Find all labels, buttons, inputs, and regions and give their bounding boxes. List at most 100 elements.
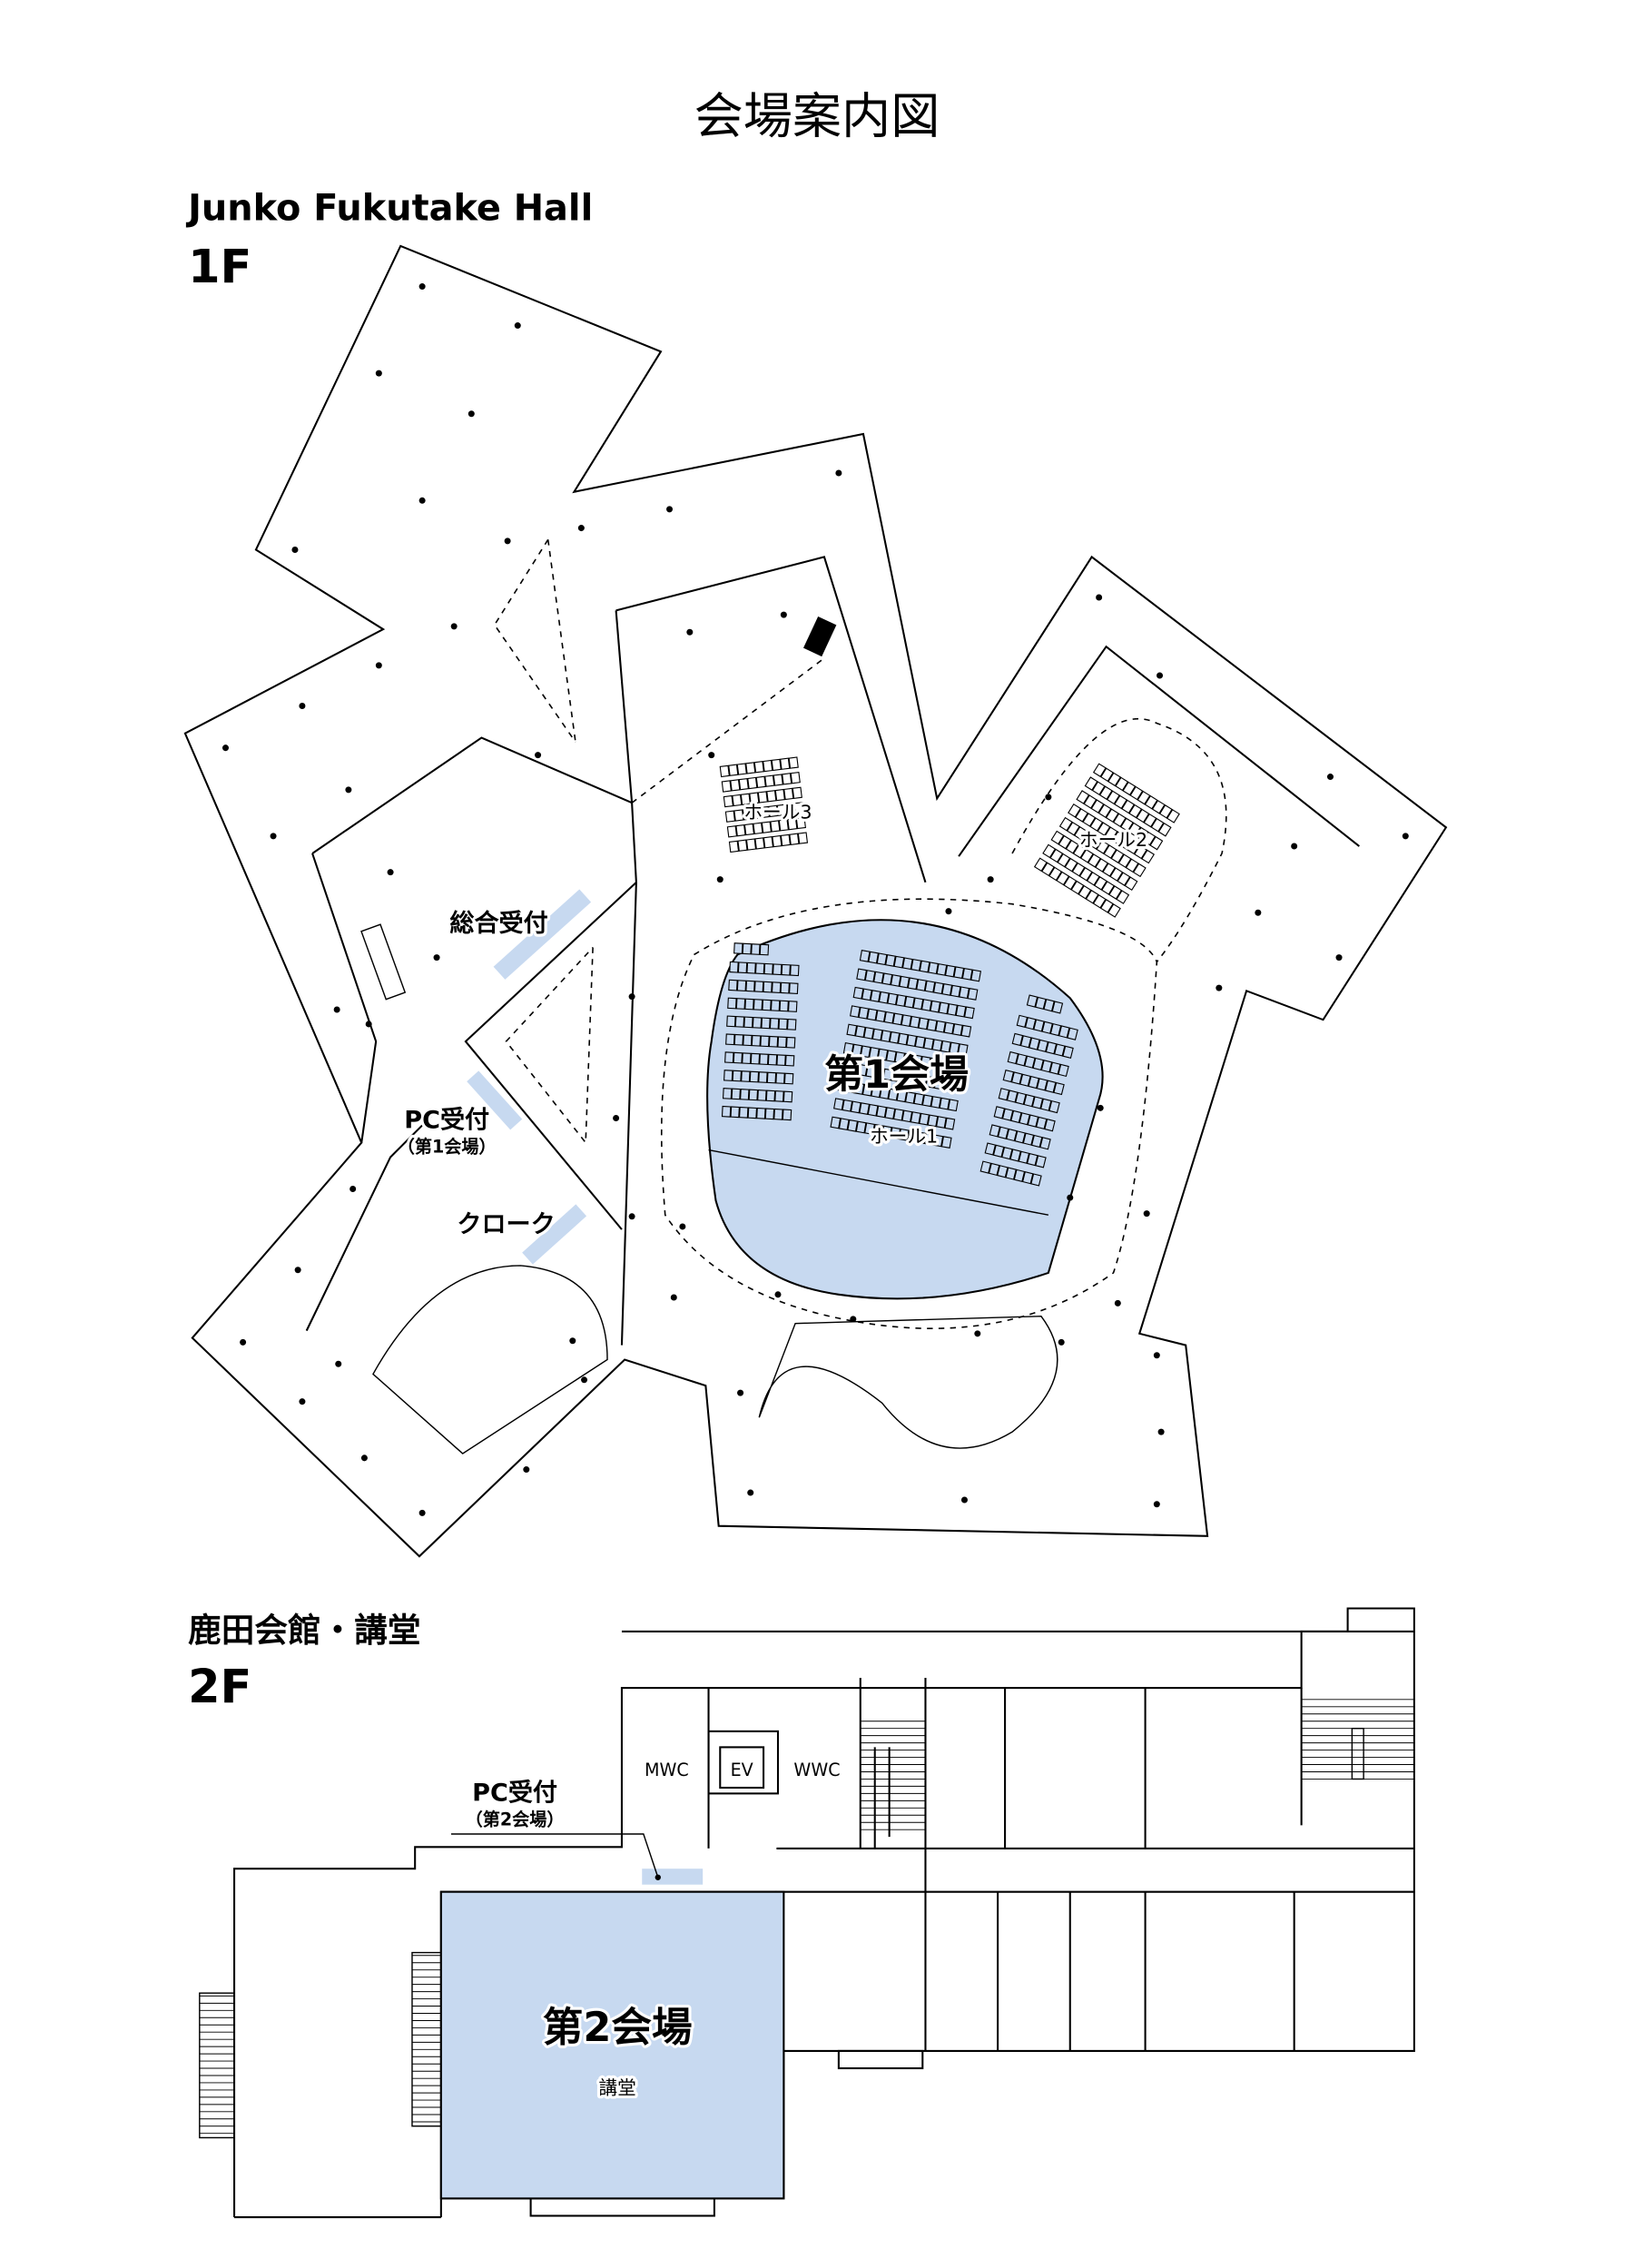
label-hall-1: ホール1 bbox=[870, 1126, 938, 1148]
seat bbox=[1092, 893, 1107, 909]
seat bbox=[790, 964, 800, 977]
seat bbox=[757, 1090, 767, 1101]
seat bbox=[1103, 844, 1117, 859]
seat bbox=[1044, 1119, 1056, 1132]
seat bbox=[1088, 853, 1101, 868]
seat bbox=[789, 833, 800, 845]
seat bbox=[772, 834, 783, 848]
seat bbox=[947, 1099, 959, 1112]
column bbox=[299, 1398, 306, 1405]
seat bbox=[1090, 799, 1105, 814]
label-wwc: WWC bbox=[793, 1760, 840, 1780]
seat bbox=[728, 840, 740, 853]
column bbox=[1058, 1338, 1065, 1346]
seat bbox=[787, 817, 798, 831]
seat bbox=[726, 1015, 736, 1028]
seat bbox=[763, 836, 774, 849]
seat bbox=[864, 1122, 875, 1136]
seat bbox=[732, 794, 743, 807]
seat bbox=[916, 979, 927, 991]
seat bbox=[869, 1046, 880, 1060]
seat bbox=[851, 1043, 863, 1057]
seat bbox=[863, 1026, 875, 1040]
seat bbox=[878, 991, 890, 1004]
seat bbox=[797, 832, 809, 844]
seat bbox=[738, 777, 749, 791]
seat bbox=[773, 774, 783, 786]
venue-2-area bbox=[439, 1890, 785, 2200]
seat bbox=[913, 1092, 925, 1106]
label-hall-2: ホール2 bbox=[1079, 829, 1147, 851]
seat bbox=[1039, 1137, 1051, 1150]
seat bbox=[893, 955, 905, 969]
seat bbox=[1058, 1063, 1069, 1078]
column bbox=[945, 908, 952, 915]
seat bbox=[912, 997, 924, 1011]
column bbox=[774, 1291, 782, 1298]
seat bbox=[1001, 1108, 1014, 1121]
seat bbox=[739, 1106, 749, 1119]
seat bbox=[742, 942, 753, 955]
seat bbox=[761, 1017, 771, 1030]
seat bbox=[1057, 853, 1071, 868]
column bbox=[1216, 984, 1223, 991]
seat bbox=[868, 951, 880, 964]
seat bbox=[787, 1001, 798, 1012]
seat bbox=[881, 1030, 891, 1043]
seat bbox=[1078, 866, 1093, 882]
seat bbox=[1056, 871, 1070, 886]
seat bbox=[730, 779, 741, 792]
seat bbox=[1014, 1130, 1026, 1144]
column bbox=[577, 525, 585, 532]
seat bbox=[941, 983, 953, 996]
column bbox=[240, 1338, 247, 1346]
seat bbox=[1019, 1073, 1031, 1087]
seat bbox=[955, 1004, 967, 1018]
column bbox=[716, 876, 723, 883]
seat bbox=[780, 981, 790, 994]
seat bbox=[947, 1003, 958, 1016]
seat bbox=[1015, 1091, 1027, 1105]
seat bbox=[767, 1053, 778, 1066]
seat bbox=[1157, 822, 1172, 837]
seat bbox=[1107, 772, 1122, 787]
seat bbox=[842, 1042, 854, 1055]
seat bbox=[1053, 1043, 1066, 1057]
seat bbox=[840, 1060, 851, 1074]
seat bbox=[1040, 1060, 1053, 1073]
seat bbox=[1048, 866, 1063, 882]
seat bbox=[1019, 1035, 1032, 1049]
label-ev: EV bbox=[731, 1760, 753, 1780]
seat bbox=[1079, 849, 1094, 863]
seat bbox=[876, 952, 888, 966]
seat bbox=[918, 1017, 930, 1030]
seat bbox=[762, 999, 772, 1011]
seat bbox=[1048, 1061, 1061, 1075]
seat bbox=[890, 1127, 901, 1140]
seat bbox=[927, 1114, 939, 1128]
seat bbox=[1045, 1041, 1058, 1055]
seat bbox=[923, 1037, 934, 1050]
seat bbox=[789, 982, 799, 995]
seat bbox=[871, 1085, 882, 1099]
seat bbox=[790, 771, 801, 784]
seat bbox=[1043, 999, 1055, 1012]
seat bbox=[1124, 876, 1138, 892]
seat bbox=[921, 1094, 933, 1108]
seat bbox=[855, 1120, 867, 1134]
seat bbox=[1067, 1027, 1078, 1040]
seat bbox=[1041, 1021, 1054, 1034]
seat bbox=[740, 1089, 750, 1100]
pc-reception-desk-2f bbox=[642, 1869, 704, 1885]
building-name-1f: Junko Fukutake Hall bbox=[185, 187, 593, 229]
seat bbox=[892, 1012, 903, 1026]
seat bbox=[782, 773, 792, 785]
seat bbox=[774, 788, 785, 802]
seat bbox=[1083, 794, 1098, 809]
seat bbox=[925, 1076, 937, 1089]
seat bbox=[723, 1070, 733, 1081]
seat bbox=[793, 802, 804, 814]
seat bbox=[1088, 835, 1103, 850]
seat bbox=[770, 820, 781, 833]
seat bbox=[873, 971, 884, 984]
